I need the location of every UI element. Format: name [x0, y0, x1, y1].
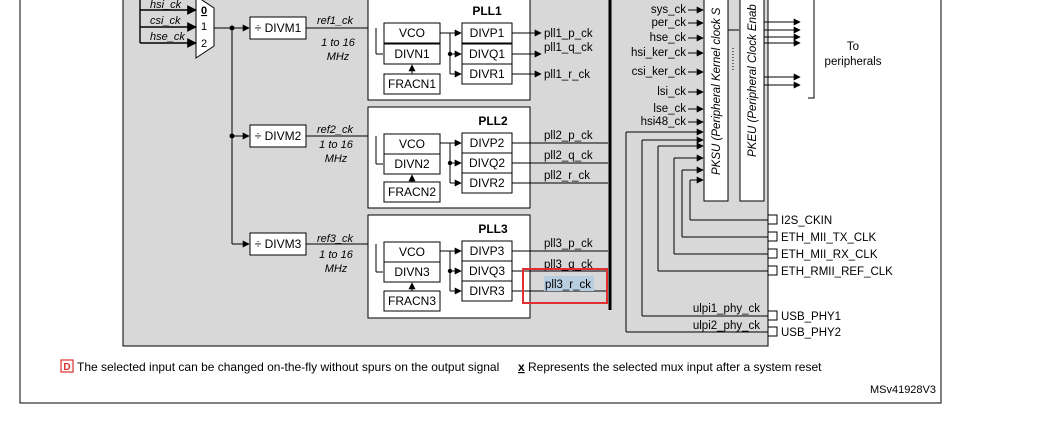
- figure-id: MSv41928V3: [870, 384, 936, 396]
- pll2-p-output: pll2_p_ck: [544, 130, 593, 142]
- pll1-divq: DIVQ1: [469, 47, 505, 61]
- kernel-in-per: per_ck: [651, 17, 686, 29]
- pin-i2s-ckin: I2S_CKIN: [781, 215, 832, 227]
- pll2-divp: DIVP2: [470, 136, 505, 150]
- pll2-block: PLL2 VCO DIVN2 FRACN2 DIVP2 DIVQ2 DIVR2: [367, 106, 531, 209]
- kernel-in-sys: sys_ck: [651, 4, 686, 16]
- pll1-title: PLL1: [472, 4, 502, 18]
- range3-unit: MHz: [325, 263, 348, 275]
- pll2-title: PLL2: [478, 114, 508, 128]
- range2-unit: MHz: [325, 153, 348, 165]
- pll2-r-output: pll2_r_ck: [544, 170, 590, 182]
- to-peripherals-line2: peripherals: [825, 56, 882, 68]
- legend-d-text: The selected input can be changed on-the…: [77, 360, 499, 374]
- pll1-fracn: FRACN1: [388, 77, 436, 91]
- pll1-divr: DIVR1: [469, 67, 505, 81]
- kernel-in-csi-ker: csi_ker_ck: [632, 66, 687, 78]
- pll2-divr: DIVR2: [469, 176, 505, 190]
- pll1-divp: DIVP1: [470, 26, 505, 40]
- pll2-divn: DIVN2: [394, 157, 430, 171]
- divm1-label: ÷ DIVM1: [255, 21, 302, 35]
- pin-usb-phy1: USB_PHY1: [781, 311, 841, 323]
- pll3-p-output: pll3_p_ck: [544, 238, 593, 250]
- kernel-in-hsi-ker: hsi_ker_ck: [631, 47, 686, 59]
- pin-feedback-lines: [625, 128, 768, 333]
- range1-unit: MHz: [327, 51, 350, 63]
- legend-x-symbol: x: [518, 360, 525, 374]
- kernel-in-hsi48: hsi48_ck: [641, 116, 687, 128]
- pin-usb-phy2: USB_PHY2: [781, 327, 841, 339]
- legend-x-text: Represents the selected mux input after …: [528, 360, 822, 374]
- pksu-label: PKSU (Peripheral Kernel clock S: [711, 7, 723, 175]
- ulpi1-signal: ulpi1_phy_ck: [693, 303, 760, 315]
- pll2-divq: DIVQ2: [469, 156, 505, 170]
- pll2-fracn: FRACN2: [388, 185, 436, 199]
- pin-eth-rmii-ref-clk: ETH_RMII_REF_CLK: [781, 266, 893, 278]
- kernel-inputs: sys_ck per_ck hse_ck hsi_ker_ck csi_ker_…: [631, 4, 704, 128]
- pll2-vco: VCO: [399, 137, 425, 151]
- pll3-fracn: FRACN3: [388, 294, 436, 308]
- pll3-vco: VCO: [399, 245, 425, 259]
- pll1-divn: DIVN1: [394, 47, 430, 61]
- pkeu-block: [739, 0, 765, 202]
- legend-d-symbol: D: [63, 362, 70, 373]
- pkeu-label: PKEU (Peripheral Clock Enab: [747, 4, 759, 157]
- to-peripherals-line1: To: [847, 41, 859, 53]
- divm3-label: ÷ DIVM3: [255, 237, 302, 251]
- highlight-box: [522, 268, 608, 304]
- mux-input-csi: csi_ck: [150, 15, 181, 27]
- divm2-label: ÷ DIVM2: [255, 129, 302, 143]
- mux-input-hsi: hsi_ck: [150, 0, 182, 11]
- pll1-p-output: pll1_p_ck: [544, 28, 593, 40]
- legend-d-box: [60, 359, 74, 373]
- pll3-title: PLL3: [478, 222, 508, 236]
- pll3-r-output[interactable]: pll3_r_ck: [545, 279, 591, 291]
- ref3-label: ref3_ck: [317, 233, 354, 245]
- mux-sel-1: 1: [201, 21, 207, 33]
- range2-label: 1 to 16: [319, 139, 354, 151]
- pin-eth-mii-tx-clk: ETH_MII_TX_CLK: [781, 232, 877, 244]
- pll3-r-selection: [544, 276, 594, 291]
- pll1-block: PLL1 VCO DIVN1 FRACN1 DIVP1 DIVQ1 DIVR1: [367, 0, 531, 101]
- pll3-block: PLL3 VCO DIVN3 FRACN3 DIVP3 DIVQ3 DIVR3: [367, 214, 531, 319]
- pll2-q-output: pll2_q_ck: [544, 150, 593, 162]
- pll3-divq: DIVQ3: [469, 264, 505, 278]
- pll1-vco: VCO: [399, 26, 425, 40]
- pll3-divr: DIVR3: [469, 284, 505, 298]
- pin-eth-mii-rx-clk: ETH_MII_RX_CLK: [781, 249, 878, 261]
- pll3-divn: DIVN3: [394, 265, 430, 279]
- pksu-block: [703, 0, 729, 202]
- ulpi2-signal: ulpi2_phy_ck: [693, 320, 760, 332]
- mux-sel-2: 2: [201, 38, 207, 50]
- pll1-r-output: pll1_r_ck: [544, 69, 590, 81]
- ref2-label: ref2_ck: [317, 124, 354, 136]
- ref1-label: ref1_ck: [317, 15, 354, 27]
- pll1-q-output: pll1_q_ck: [544, 42, 593, 54]
- range1-label: 1 to 16: [321, 37, 356, 49]
- external-pins: [767, 214, 778, 337]
- range3-label: 1 to 16: [319, 249, 354, 261]
- pll3-divp: DIVP3: [470, 244, 505, 258]
- kernel-in-lsi: lsi_ck: [657, 86, 686, 98]
- kernel-in-lse: lse_ck: [653, 103, 686, 115]
- kernel-in-hse: hse_ck: [650, 32, 687, 44]
- mux-input-hse: hse_ck: [150, 31, 185, 43]
- input-mux: [195, 0, 215, 59]
- mux-sel-0: 0: [201, 5, 207, 17]
